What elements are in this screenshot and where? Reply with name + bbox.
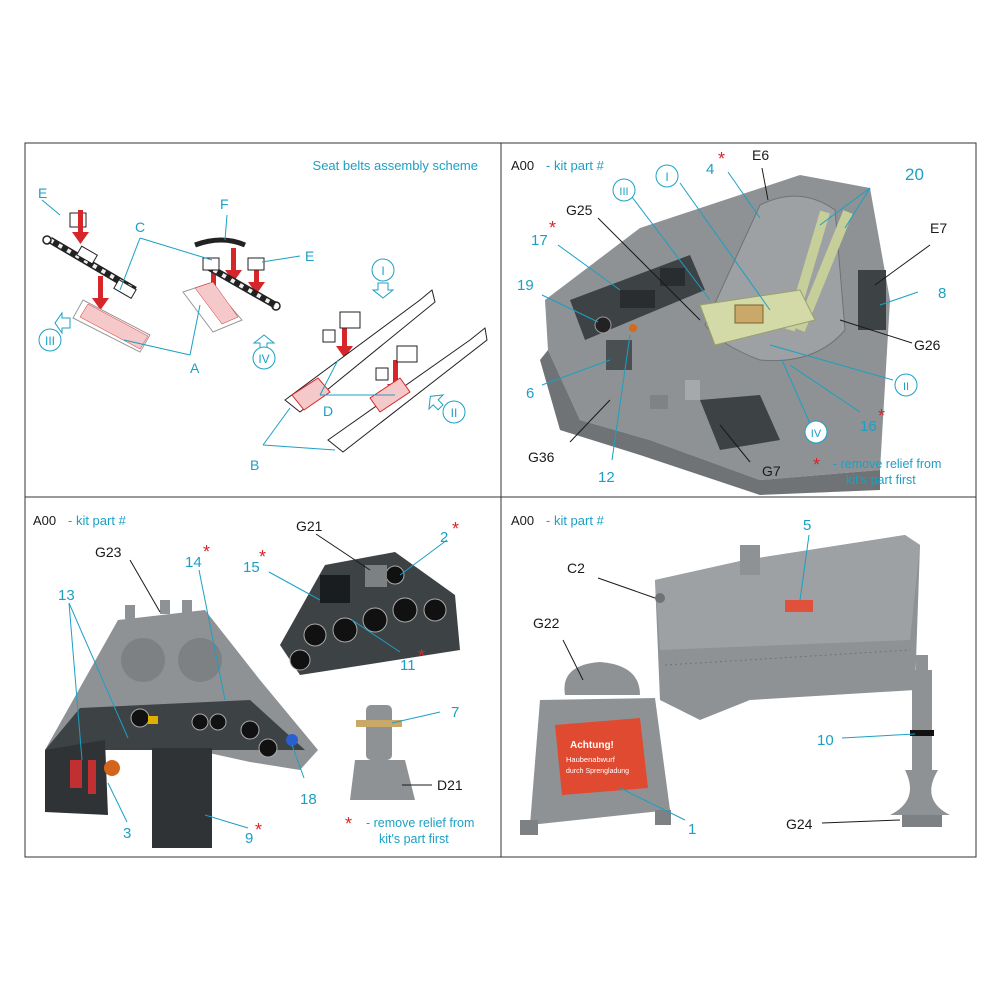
control-stick-g24 [890, 655, 950, 827]
label-16: 16 [860, 418, 877, 435]
label-4: 4 [706, 161, 714, 178]
label-5: 5 [803, 517, 811, 534]
tr-leaders-black [569, 167, 931, 463]
stick-d21 [366, 705, 392, 760]
header-text: - kit part # [546, 158, 605, 173]
direction-arrows [54, 282, 445, 411]
placard-line1: Haubenabwurf [566, 755, 616, 764]
headrest [564, 662, 640, 695]
warning-placard: Achtung! Haubenabwurf durch Sprengladung [555, 718, 648, 795]
label-e-left: E [38, 185, 47, 201]
bottom-subpanel [152, 748, 212, 848]
placard-5 [785, 600, 813, 612]
label-d21: D21 [437, 777, 463, 793]
label-9: 9 [245, 830, 253, 847]
label-e7: E7 [930, 220, 947, 236]
placard-title: Achtung! [570, 740, 614, 751]
star-17: * [549, 218, 556, 238]
label-12: 12 [598, 469, 615, 486]
roman-ii: II [451, 406, 458, 420]
label-2: 2 [440, 529, 448, 546]
tr-roman-ii: II [903, 381, 909, 393]
star-16: * [878, 406, 885, 426]
label-g25: G25 [566, 202, 593, 218]
label-1: 1 [688, 821, 696, 838]
roman-circles: III IV I II [38, 258, 466, 424]
panel-cockpit-tub: A00 - kit part # [511, 147, 947, 495]
label-15: 15 [243, 559, 260, 576]
label-6: 6 [526, 385, 534, 402]
tr-roman-i: I [665, 170, 668, 184]
hatched-pads [72, 281, 243, 353]
label-g22: G22 [533, 615, 560, 631]
label-g7: G7 [762, 463, 781, 479]
br-header-text: - kit part # [546, 513, 605, 528]
label-b: B [250, 457, 259, 473]
panel-canopy-parts: A00 - kit part # Achtung! Haubenabwurf d… [511, 513, 950, 838]
belt-straps-long [284, 289, 488, 453]
tr-roman-iv: IV [811, 428, 822, 440]
panel-instrument: A00 - kit part # [33, 513, 474, 848]
header-code: A00 [511, 158, 534, 173]
star-4: * [718, 149, 725, 169]
label-13: 13 [58, 587, 75, 604]
star-2: * [452, 519, 459, 539]
label-17: 17 [531, 232, 548, 249]
br-leaders-cyan [619, 534, 916, 821]
label-g23: G23 [95, 544, 122, 560]
star-11: * [418, 646, 425, 666]
label-g24: G24 [786, 816, 813, 832]
label-a: A [190, 360, 200, 376]
label-d: D [323, 403, 333, 419]
note-line1-tr: - remove relief from [833, 457, 941, 471]
label-c: C [135, 219, 145, 235]
label-11: 11 [400, 657, 416, 674]
tr-roman-iii: III [619, 186, 628, 198]
label-20: 20 [905, 165, 924, 184]
tr-leaders-cyan [541, 171, 919, 461]
leader-lines [41, 199, 395, 451]
star-15: * [259, 547, 266, 567]
label-14: 14 [185, 554, 202, 571]
label-19: 19 [517, 277, 534, 294]
note-line1-bl: - remove relief from [366, 816, 474, 830]
star-9: * [255, 820, 262, 840]
star-14: * [203, 542, 210, 562]
label-e6: E6 [752, 147, 769, 163]
label-e-right: E [305, 248, 314, 264]
panel-face [45, 700, 305, 750]
note-line2-tr: kit's part first [846, 473, 916, 487]
label-g26: G26 [914, 337, 941, 353]
label-c2: C2 [567, 560, 585, 576]
roman-iv: IV [258, 352, 269, 366]
label-g36: G36 [528, 449, 555, 465]
right-console [858, 270, 886, 330]
panel-title: Seat belts assembly scheme [313, 158, 478, 173]
bl-leaders-black [129, 533, 432, 786]
roman-iii: III [45, 334, 55, 348]
label-7: 7 [451, 704, 459, 721]
label-18: 18 [300, 791, 317, 808]
lower-console [700, 395, 780, 450]
note-line2-bl: kit's part first [379, 832, 449, 846]
bl-header-code: A00 [33, 513, 56, 528]
note-star-tr: * [813, 455, 820, 475]
br-leaders-black [562, 577, 901, 824]
br-header-code: A00 [511, 513, 534, 528]
label-g21: G21 [296, 518, 323, 534]
tr-roman-circles: I III II IV [612, 164, 918, 444]
bl-leaders-cyan [68, 539, 448, 829]
placard-line2: durch Sprengladung [566, 768, 629, 775]
label-10: 10 [817, 732, 834, 749]
belt-strap-middle [194, 237, 281, 311]
note-star-bl: * [345, 814, 352, 834]
bl-header-text: - kit part # [68, 513, 127, 528]
label-f: F [220, 196, 229, 212]
label-3: 3 [123, 825, 131, 842]
label-8: 8 [938, 285, 946, 302]
roman-i: I [381, 264, 384, 278]
panel-seat-belts: Seat belts assembly scheme [38, 158, 488, 473]
